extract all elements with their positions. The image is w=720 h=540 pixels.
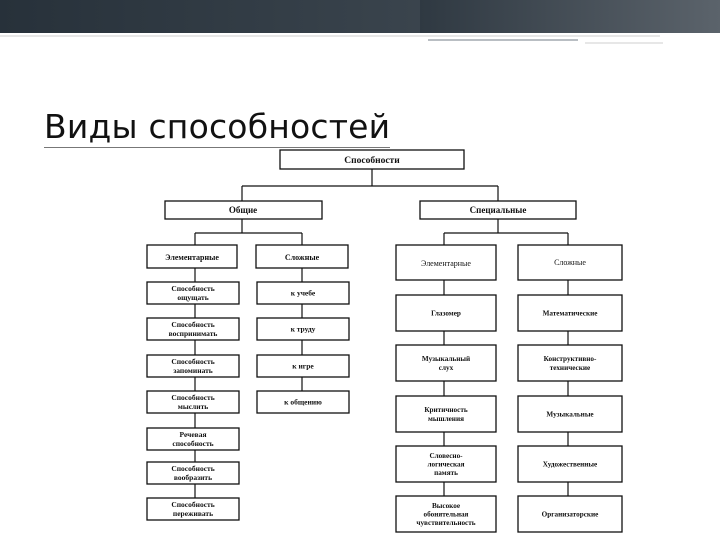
- general-elementary-item-label-5-line-1: Речевая: [179, 430, 206, 439]
- general-complex-item-box-2: [256, 317, 350, 341]
- special-complex-column: МатематическиеКонструктивно-техническиеМ…: [517, 294, 623, 533]
- accent-line-short: [428, 39, 578, 41]
- special-label: Специальные: [470, 205, 527, 215]
- general-complex-label: Сложные: [285, 253, 320, 262]
- special-complex-item-box-2: [517, 344, 623, 382]
- special-elementary-item-label-2-line-1: Музыкальный: [422, 355, 470, 363]
- header-shade: [0, 0, 420, 33]
- general-complex-item-label-4: к общению: [284, 398, 322, 407]
- general-box: [164, 200, 323, 220]
- general-complex-item-box-1: [256, 281, 350, 305]
- special-elementary-item-label-3-line-1: Критичность: [424, 406, 468, 414]
- special-complex-label: Сложные: [554, 258, 586, 267]
- special-elementary-item-label-5-line-1: Высокое: [432, 502, 460, 510]
- special-complex-item-label-1: Математические: [543, 310, 598, 318]
- special-elementary-item-label-5-line-3: чувствительность: [416, 519, 475, 527]
- accent-line-right: [585, 42, 663, 44]
- special-box: [419, 200, 577, 220]
- general-complex-box: [255, 244, 349, 269]
- root-label: Способности: [344, 155, 400, 166]
- general-elementary-column: СпособностьощущатьСпособностьвоспринимат…: [146, 281, 240, 521]
- special-complex-item-box-5: [517, 495, 623, 533]
- general-elementary-item-label-3-line-1: Способность: [171, 357, 214, 366]
- general-complex-item-box-3: [256, 354, 350, 378]
- special-elementary-item-box-4: [395, 445, 497, 483]
- accent-line-long: [0, 35, 660, 37]
- general-elementary-item-label-4-line-2: мыслить: [178, 402, 209, 411]
- slide-title: Виды способностей: [44, 107, 391, 148]
- special-elementary-item-label-4-line-1: Словесно-: [429, 452, 463, 460]
- special-elementary-item-label-4-line-2: логическая: [427, 461, 464, 469]
- general-elementary-item-box-6: [146, 461, 240, 485]
- special-complex-item-box-4: [517, 445, 623, 483]
- header-fade: [420, 0, 720, 33]
- general-complex-item-label-2: к труду: [291, 325, 316, 334]
- special-elementary-item-label-4-line-3: память: [434, 469, 458, 477]
- general-complex-item-box-4: [256, 390, 350, 414]
- general-elementary-label: Элементарные: [165, 253, 219, 262]
- general-elementary-item-label-7-line-2: переживать: [173, 509, 213, 518]
- general-complex-column: к учебе к труду к игре к общению: [256, 281, 350, 414]
- general-elementary-item-label-7-line-1: Способность: [171, 500, 214, 509]
- general-elementary-item-box-4: [146, 390, 240, 414]
- special-elementary-box: [395, 244, 497, 281]
- special-elementary-item-label-2-line-2: слух: [439, 364, 454, 372]
- special-complex-item-box-1: [517, 294, 623, 332]
- special-elementary-item-label-5-line-2: обонятельная: [424, 511, 469, 519]
- general-label: Общие: [229, 205, 257, 215]
- general-complex-item-label-3: к игре: [292, 362, 314, 371]
- special-elementary-item-box-1: [395, 294, 497, 332]
- special-complex-item-label-4: Художественные: [543, 461, 597, 469]
- special-complex-item-label-2-line-1: Конструктивно-: [544, 355, 597, 363]
- general-elementary-item-box-7: [146, 497, 240, 521]
- general-elementary-item-label-5-line-2: способность: [172, 439, 213, 448]
- general-elementary-box: [146, 244, 238, 269]
- root-box: [279, 149, 465, 170]
- special-complex-item-label-5: Организаторские: [542, 511, 599, 519]
- general-elementary-item-label-1-line-2: ощущать: [177, 293, 208, 302]
- general-elementary-item-label-6-line-2: вообразить: [174, 473, 212, 482]
- general-elementary-item-label-6-line-1: Способность: [171, 464, 214, 473]
- slide-header-bar: [0, 0, 720, 33]
- special-complex-item-label-2-line-2: технические: [550, 364, 590, 372]
- special-elementary-item-label-1: Глазомер: [431, 310, 461, 318]
- general-elementary-item-label-4-line-1: Способность: [171, 393, 214, 402]
- general-elementary-item-box-3: [146, 354, 240, 378]
- special-elementary-item-box-5: [395, 495, 497, 533]
- special-elementary-item-label-3-line-2: мышления: [428, 415, 464, 423]
- special-complex-item-label-3: Музыкальные: [546, 411, 593, 419]
- general-elementary-item-box-5: [146, 427, 240, 451]
- general-elementary-item-box-2: [146, 317, 240, 341]
- general-elementary-item-box-1: [146, 281, 240, 305]
- general-complex-item-label-1: к учебе: [291, 289, 316, 298]
- general-elementary-item-label-2-line-2: воспринимать: [169, 329, 218, 338]
- special-elementary-item-box-3: [395, 395, 497, 433]
- special-complex-box: [517, 244, 623, 281]
- general-elementary-item-label-1-line-1: Способность: [171, 284, 214, 293]
- general-elementary-item-label-2-line-1: Способность: [171, 320, 214, 329]
- special-complex-item-box-3: [517, 395, 623, 433]
- special-elementary-column: ГлазомерМузыкальныйслухКритичностьмышлен…: [395, 294, 497, 533]
- special-elementary-item-box-2: [395, 344, 497, 382]
- special-elementary-label: Элементарные: [421, 259, 471, 268]
- general-elementary-item-label-3-line-2: запоминать: [173, 366, 213, 375]
